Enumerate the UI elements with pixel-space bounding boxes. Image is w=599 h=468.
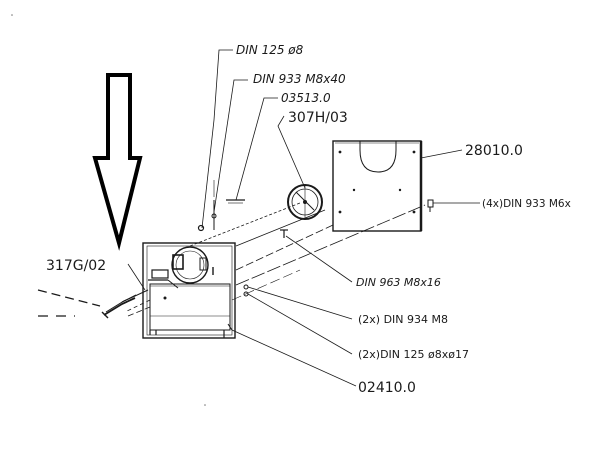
screw-din933-m6 [427, 199, 434, 212]
label-din963: DIN 963 M8x16 [356, 276, 441, 289]
label-din934: (2x) DIN 934 M8 [358, 313, 448, 326]
nut-din934 [243, 284, 249, 290]
label-part-02410: 02410.0 [358, 380, 416, 396]
label-din933-m8x40: DIN 933 M8x40 [253, 72, 346, 86]
bolt-din933-m8x40 [211, 200, 217, 230]
wall-plate-28010 [332, 140, 423, 232]
label-part-307h: 307H/03 [288, 110, 348, 126]
label-part-317g: 317G/02 [46, 258, 106, 274]
label-din125-d8: DIN 125 ø8 [236, 43, 304, 57]
cable-317g [37, 289, 149, 319]
label-part-03513: 03513.0 [281, 91, 331, 105]
housing-02410 [142, 242, 236, 339]
down-arrow-icon [92, 73, 143, 251]
washer-din125-d8 [197, 224, 205, 232]
leader-lines [127, 49, 480, 387]
label-din933-m6x: (4x)DIN 933 M6x [482, 198, 571, 210]
label-part-28010: 28010.0 [465, 143, 523, 159]
label-din125-2x: (2x)DIN 125 ø8xø17 [358, 348, 469, 361]
rotary-disc-307h [287, 184, 323, 220]
assembly-lines [124, 180, 426, 317]
washer-03513 [226, 199, 245, 204]
bolt-din963 [280, 229, 288, 238]
